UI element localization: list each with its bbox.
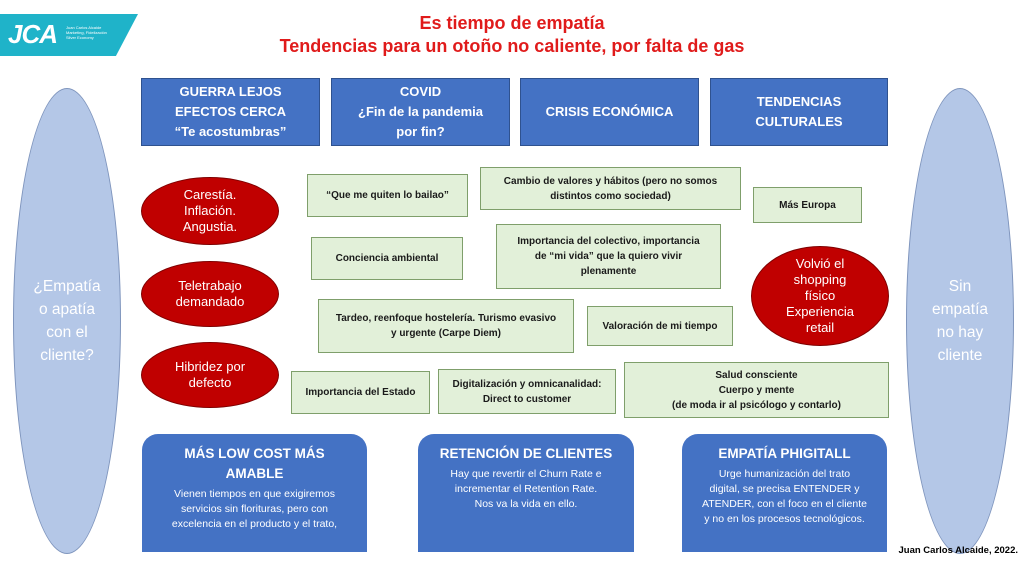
bottom-retention: RETENCIÓN DE CLIENTES Hay que revertir e… [418,434,634,552]
title-line-1: Es tiempo de empatía [419,13,605,33]
bottom-title: EMPATÍA PHIGITALL [718,446,851,461]
circle-remote-work: Teletrabajo demandado [141,261,279,327]
logo-mark: JCA [8,19,58,49]
trend-more-europe: Más Europa [753,187,862,223]
title-line-2: Tendencias para un otoño no caliente, po… [279,36,745,56]
trend-environment: Conciencia ambiental [311,237,463,280]
header-economic-crisis: CRISIS ECONÓMICA [520,78,699,146]
circle-physical-shopping: Volvió el shopping físico Experiencia re… [751,246,889,346]
bottom-text: Hay que revertir el Churn Rate e increme… [450,468,602,510]
bottom-text: Vienen tiempos en que exigiremos servici… [171,488,338,530]
logo-line: Juan Carlos Alcaide [66,25,102,30]
trend-state: Importancia del Estado [291,371,430,414]
header-cultural-trends: TENDENCIAS CULTURALES [710,78,888,146]
right-oval-statement: Sin empatía no hay cliente [906,88,1014,554]
logo-line: Silver Economy [66,35,94,40]
logo-subtitle: Juan Carlos Alcaide Marketing, Fidelizac… [66,25,126,40]
header-covid: COVID ¿Fin de la pandemia por fin? [331,78,510,146]
bottom-phigitall: EMPATÍA PHIGITALL Urge humanización del … [682,434,887,552]
circle-hybridity: Hibridez por defecto [141,342,279,408]
bottom-title: MÁS LOW COST MÁS AMABLE [184,446,325,481]
trend-bailao: “Que me quiten lo bailao” [307,174,468,217]
bottom-text: Urge humanización del trato digital, se … [702,468,867,525]
bottom-title: RETENCIÓN DE CLIENTES [439,446,613,461]
left-oval-question: ¿Empatía o apatía con el cliente? [13,88,121,554]
trend-values-change: Cambio de valores y hábitos (pero no som… [480,167,741,210]
author-credit: Juan Carlos Alcaide, 2022. [898,545,1018,556]
trend-collective: Importancia del colectivo, importancia d… [496,224,721,289]
trend-tardeo: Tardeo, reenfoque hostelería. Turismo ev… [318,299,574,353]
trend-health: Salud consciente Cuerpo y mente (de moda… [624,362,889,418]
jca-logo: JCA Juan Carlos Alcaide Marketing, Fidel… [0,14,138,56]
bottom-low-cost: MÁS LOW COST MÁS AMABLE Vienen tiempos e… [142,434,367,552]
circle-inflation: Carestía. Inflación. Angustia. [141,177,279,245]
trend-time-value: Valoración de mi tiempo [587,306,733,346]
logo-line: Marketing, Fidelización [66,30,107,35]
trend-digitalization: Digitalización y omnicanalidad: Direct t… [438,369,616,414]
header-war: GUERRA LEJOS EFECTOS CERCA “Te acostumbr… [141,78,320,146]
